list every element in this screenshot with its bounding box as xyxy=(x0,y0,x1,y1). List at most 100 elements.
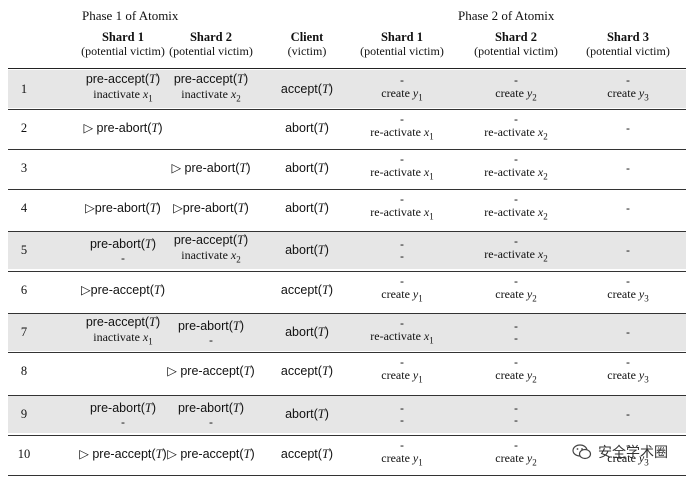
row-rule xyxy=(8,271,686,272)
dash-mark: - xyxy=(626,354,630,369)
cell-action: create y1 xyxy=(381,85,423,103)
cell-phase1-shard2: ▷ pre-abort(T) xyxy=(155,149,267,187)
cell-client: accept(T) xyxy=(267,352,347,390)
cell-phase1-shard1: pre-abort(T)- xyxy=(67,231,179,269)
row-number: 9 xyxy=(20,406,28,421)
cell-phase1-shard2: ▷ pre-accept(T) xyxy=(155,352,267,390)
dash-mark: - xyxy=(626,121,630,135)
cell-message: pre-accept(T) xyxy=(85,315,161,330)
cell-client: abort(T) xyxy=(267,149,347,187)
header-subtitle: (potential victim) xyxy=(586,44,670,58)
cell-action: create y1 xyxy=(381,286,423,304)
cell-phase2-shard3: - xyxy=(572,189,684,227)
cell-phase1-shard2: pre-accept(T)inactivate x2 xyxy=(155,231,267,269)
cell-phase2-shard1: -create y1 xyxy=(346,352,458,390)
cell-phase2-shard3: -create y3 xyxy=(572,70,684,108)
row-number: 10 xyxy=(17,446,31,461)
cell-message: accept(T) xyxy=(280,81,334,96)
dash-mark: - xyxy=(514,319,518,333)
table-row: 10▷ pre-accept(T)▷ pre-accept(T)accept(T… xyxy=(8,435,686,473)
dash-mark: - xyxy=(400,413,404,427)
header-subtitle: (victim) xyxy=(287,44,327,58)
dash-mark: - xyxy=(514,437,518,452)
dash-mark: - xyxy=(626,161,630,175)
cell-phase2-shard1: -- xyxy=(346,395,458,433)
cell-message: abort(T) xyxy=(285,324,329,339)
cell-action: create y2 xyxy=(495,450,537,468)
dash-mark: - xyxy=(209,414,213,429)
cell-phase1-shard1: pre-abort(T)- xyxy=(67,395,179,433)
cell-message: pre-abort(T) xyxy=(177,400,245,415)
cell-phase2-shard2: -re-activate x2 xyxy=(460,189,572,227)
dash-mark: - xyxy=(400,111,404,126)
cell-action: inactivate x2 xyxy=(181,248,241,265)
cell-phase1-shard2: pre-abort(T)- xyxy=(155,395,267,433)
dash-mark: - xyxy=(514,413,518,427)
dash-mark: - xyxy=(514,354,518,369)
cell-message: ▷ pre-accept(T) xyxy=(167,363,255,378)
cell-client: abort(T) xyxy=(267,395,347,433)
row-rule xyxy=(8,435,686,436)
dash-mark: - xyxy=(400,315,404,330)
cell-phase1-shard1: ▷pre-abort(T) xyxy=(67,189,179,227)
cell-phase2-shard3: -create y3 xyxy=(572,435,684,473)
cell-client: abort(T) xyxy=(267,313,347,351)
dash-mark: - xyxy=(400,72,404,87)
dash-mark: - xyxy=(514,401,518,415)
cell-message: accept(T) xyxy=(280,282,334,297)
cell-action: create y3 xyxy=(607,85,649,103)
row-number: 5 xyxy=(20,242,28,257)
cell-message: pre-abort(T) xyxy=(89,236,157,251)
cell-phase1-shard1: pre-accept(T)inactivate x1 xyxy=(67,313,179,351)
cell-action: re-activate x2 xyxy=(484,246,548,264)
row-rule xyxy=(8,352,686,353)
cell-action: re-activate x1 xyxy=(370,124,434,142)
cell-message: accept(T) xyxy=(280,363,334,378)
cell-message: abort(T) xyxy=(285,242,329,257)
cell-message: ▷pre-abort(T) xyxy=(173,200,249,215)
cell-message: accept(T) xyxy=(280,446,334,461)
row-rule xyxy=(8,109,686,110)
watermark: 安全学术圈 xyxy=(572,442,668,462)
header-subtitle: (potential victim) xyxy=(81,44,165,58)
row-number: 2 xyxy=(20,120,28,135)
cell-phase2-shard2: -re-activate x2 xyxy=(460,149,572,187)
header-subtitle: (potential victim) xyxy=(169,44,253,58)
cell-action: re-activate x1 xyxy=(370,164,434,182)
cell-phase2-shard3: -create y3 xyxy=(572,271,684,309)
row-rule xyxy=(8,313,686,314)
cell-phase1-shard2 xyxy=(155,271,267,309)
header-subtitle: (potential victim) xyxy=(360,44,444,58)
cell-phase2-shard3: - xyxy=(572,231,684,269)
cell-message: pre-abort(T) xyxy=(177,318,245,333)
dash-mark: - xyxy=(400,437,404,452)
table-row: 6▷pre-accept(T)accept(T)-create y1-creat… xyxy=(8,271,686,309)
header-title: Shard 1 xyxy=(101,30,145,44)
cell-phase2-shard1: -re-activate x1 xyxy=(346,313,458,351)
cell-client: accept(T) xyxy=(267,435,347,473)
cell-message: ▷ pre-accept(T) xyxy=(79,446,167,461)
dash-mark: - xyxy=(626,72,630,87)
cell-action: inactivate x1 xyxy=(93,330,153,347)
dash-mark: - xyxy=(514,331,518,345)
cell-phase1-shard1: ▷ pre-abort(T) xyxy=(67,109,179,147)
cell-message: pre-accept(T) xyxy=(85,72,161,87)
dash-mark: - xyxy=(626,243,630,257)
cell-action: re-activate x2 xyxy=(484,164,548,182)
row-number: 4 xyxy=(20,200,28,215)
header-phase2-shard2: Shard 2(potential victim) xyxy=(456,30,576,58)
row-rule xyxy=(8,231,686,232)
cell-action: create y1 xyxy=(381,450,423,468)
dash-mark: - xyxy=(514,72,518,87)
dash-mark: - xyxy=(400,249,404,263)
row-number: 3 xyxy=(20,160,28,175)
cell-action: re-activate x1 xyxy=(370,328,434,346)
header-title: Client xyxy=(290,30,324,44)
dash-mark: - xyxy=(400,354,404,369)
cell-action: re-activate x2 xyxy=(484,204,548,222)
header-phase2-shard3: Shard 3(potential victim) xyxy=(568,30,688,58)
dash-mark: - xyxy=(626,407,630,421)
dash-mark: - xyxy=(121,250,125,265)
